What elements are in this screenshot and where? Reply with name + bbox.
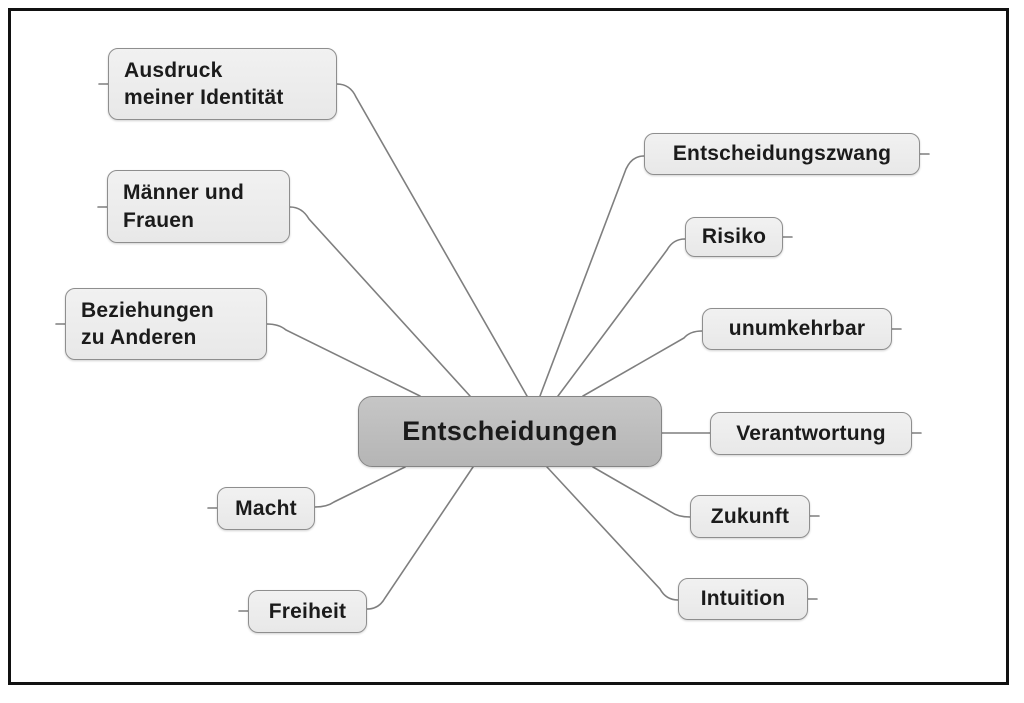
- node-entscheidungszwang[interactable]: Entscheidungszwang: [644, 133, 920, 175]
- node-zukunft[interactable]: Zukunft: [690, 495, 810, 538]
- node-ausdruck-meiner-identitaet[interactable]: Ausdruck meiner Identität: [108, 48, 337, 120]
- connector-unumkehrbar: [582, 330, 703, 397]
- connector-macht: [314, 466, 406, 508]
- node-maenner-und-frauen[interactable]: Männer und Frauen: [107, 170, 290, 243]
- node-intuition[interactable]: Intuition: [678, 578, 808, 620]
- connector-ausdruck: [336, 83, 528, 397]
- node-entscheidungen-center[interactable]: Entscheidungen: [358, 396, 662, 467]
- node-unumkehrbar[interactable]: unumkehrbar: [702, 308, 892, 350]
- node-macht[interactable]: Macht: [217, 487, 315, 530]
- node-freiheit[interactable]: Freiheit: [248, 590, 367, 633]
- node-beziehungen-zu-anderen[interactable]: Beziehungen zu Anderen: [65, 288, 267, 360]
- connector-maenner: [289, 206, 471, 397]
- connector-zukunft: [592, 466, 691, 518]
- node-verantwortung[interactable]: Verantwortung: [710, 412, 912, 455]
- connector-freiheit: [366, 466, 474, 610]
- node-risiko[interactable]: Risiko: [685, 217, 783, 257]
- connector-beziehungen: [266, 323, 421, 397]
- connector-intuition: [546, 466, 679, 601]
- connector-risiko: [557, 238, 686, 397]
- connector-entscheidungszwang: [539, 155, 645, 397]
